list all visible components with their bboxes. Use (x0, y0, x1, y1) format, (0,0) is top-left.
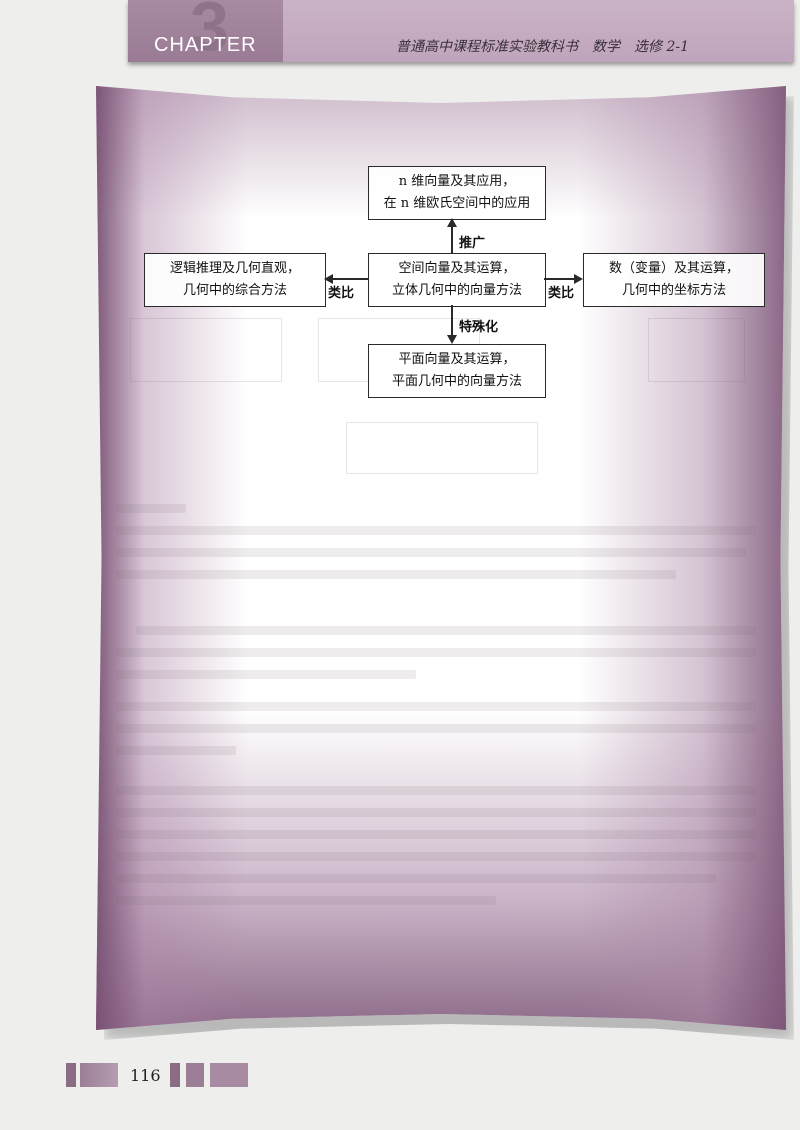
ghost-text-line (136, 626, 756, 635)
footer-decor-bar (186, 1063, 204, 1087)
label-generalize: 推广 (459, 236, 486, 251)
box-generalization-line2: 在 n 维欧氏空间中的应用 (383, 196, 531, 211)
box-space-vectors-line2: 立体几何中的向量方法 (391, 283, 522, 298)
ghost-text-line (116, 808, 756, 817)
ghost-text-line (116, 570, 676, 579)
arrow-left-line (332, 278, 368, 280)
box-coordinate-method-line1: 数（变量）及其运算， (608, 261, 739, 276)
arrow-right-head (574, 274, 583, 284)
ghost-text-line (116, 852, 756, 861)
ghost-text-line (116, 724, 756, 733)
arrow-down-head (447, 335, 457, 344)
label-analogy-left: 类比 (328, 286, 355, 301)
footer-decor-bar (210, 1063, 248, 1087)
ghost-box (648, 318, 745, 382)
box-coordinate-method: 数（变量）及其运算， 几何中的坐标方法 (583, 253, 765, 307)
curled-sheet: n 维向量及其应用， 在 n 维欧氏空间中的应用 空间向量及其运算， 立体几何中… (96, 86, 786, 1030)
footer-decor-bar (170, 1063, 180, 1087)
ghost-text-line (116, 830, 756, 839)
arrow-down-line (451, 305, 453, 335)
arrow-up-head (447, 218, 457, 227)
label-analogy-right: 类比 (548, 286, 575, 301)
ghost-text-line (116, 874, 716, 883)
box-plane-vectors-line2: 平面几何中的向量方法 (391, 374, 522, 389)
chapter-label: CHAPTER (154, 34, 257, 56)
arrow-left-head (324, 274, 333, 284)
box-space-vectors: 空间向量及其运算， 立体几何中的向量方法 (368, 253, 546, 307)
ghost-text-line (116, 670, 416, 679)
box-generalization-line1: n 维向量及其应用， (398, 174, 516, 189)
ghost-text-line (116, 548, 746, 557)
box-generalization: n 维向量及其应用， 在 n 维欧氏空间中的应用 (368, 166, 546, 220)
box-synthetic-method-line2: 几何中的综合方法 (182, 283, 287, 298)
ghost-box (346, 422, 538, 474)
box-space-vectors-line1: 空间向量及其运算， (398, 261, 516, 276)
sheet-purple-tint (96, 86, 786, 1030)
chapter-number: 3 (190, 0, 229, 65)
ghost-text-line (116, 746, 236, 755)
arrow-right-line (544, 278, 575, 280)
page-number: 116 (130, 1066, 161, 1085)
book-title: 普通高中课程标准实验教科书 数学 选修 2-1 (396, 39, 689, 55)
ghost-box (130, 318, 282, 382)
footer-decor-bar (80, 1063, 118, 1087)
footer-decor-bar (66, 1063, 76, 1087)
chapter-header: 3 CHAPTER 普通高中课程标准实验教科书 数学 选修 2-1 (128, 0, 794, 65)
label-specialize: 特殊化 (459, 320, 499, 335)
ghost-text-line (116, 526, 756, 535)
box-coordinate-method-line2: 几何中的坐标方法 (621, 283, 726, 298)
box-plane-vectors: 平面向量及其运算， 平面几何中的向量方法 (368, 344, 546, 398)
box-synthetic-method-line1: 逻辑推理及几何直观， (169, 261, 300, 276)
ghost-text-line (116, 786, 756, 795)
chapter-tab: 3 CHAPTER (128, 0, 283, 65)
box-synthetic-method: 逻辑推理及几何直观， 几何中的综合方法 (144, 253, 326, 307)
ghost-text-line (116, 702, 756, 711)
ghost-text-line (116, 896, 496, 905)
ghost-text-line (116, 648, 756, 657)
ghost-text-line (116, 504, 186, 513)
box-plane-vectors-line1: 平面向量及其运算， (398, 352, 516, 367)
arrow-up-line (451, 226, 453, 253)
